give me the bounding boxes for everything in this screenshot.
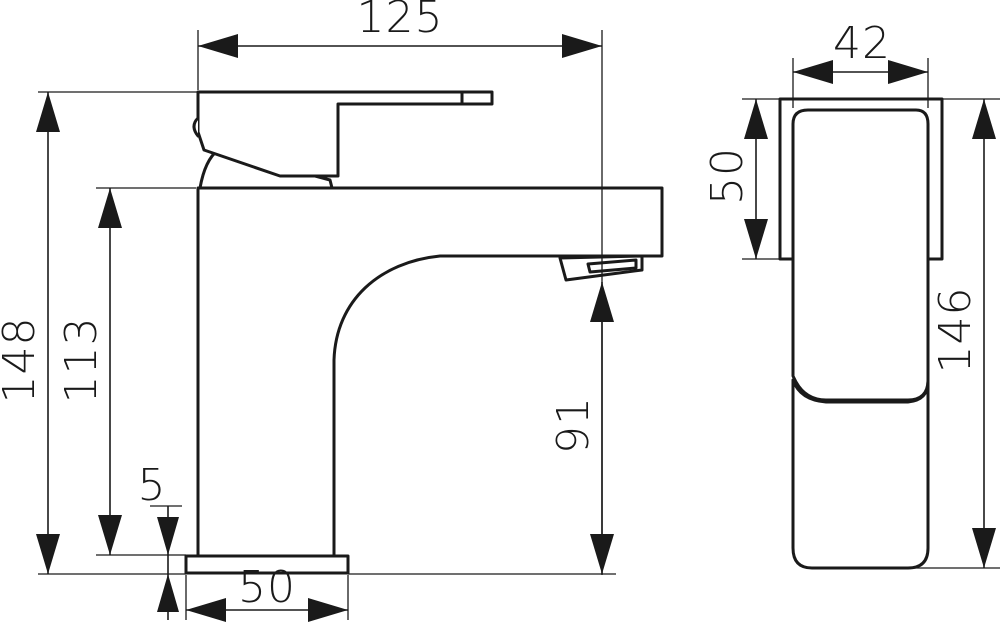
- faucet-body: [196, 186, 664, 558]
- dimension-labels: 125 148 113 5 91 50 42 50 146: [0, 0, 981, 613]
- dim-label-125: 125: [357, 0, 444, 43]
- dim-label-50-lever: 50: [702, 147, 753, 205]
- dim-label-42: 42: [833, 18, 891, 69]
- front-view: [184, 90, 664, 575]
- dim-label-113: 113: [56, 317, 107, 404]
- side-body: [791, 378, 930, 570]
- dim-label-5: 5: [138, 460, 167, 511]
- dim-label-91: 91: [548, 396, 599, 454]
- dimension-lines: [36, 30, 1000, 622]
- base-plate: [184, 554, 350, 575]
- handle-knob: [192, 116, 200, 138]
- dim-label-50-base: 50: [238, 562, 296, 613]
- dim-label-146: 146: [930, 287, 981, 374]
- side-view: [778, 97, 944, 570]
- side-lever-cap: [791, 108, 930, 402]
- aerator-inner: [586, 258, 638, 274]
- dim-label-148: 148: [0, 317, 45, 404]
- handle-lever: [196, 90, 494, 178]
